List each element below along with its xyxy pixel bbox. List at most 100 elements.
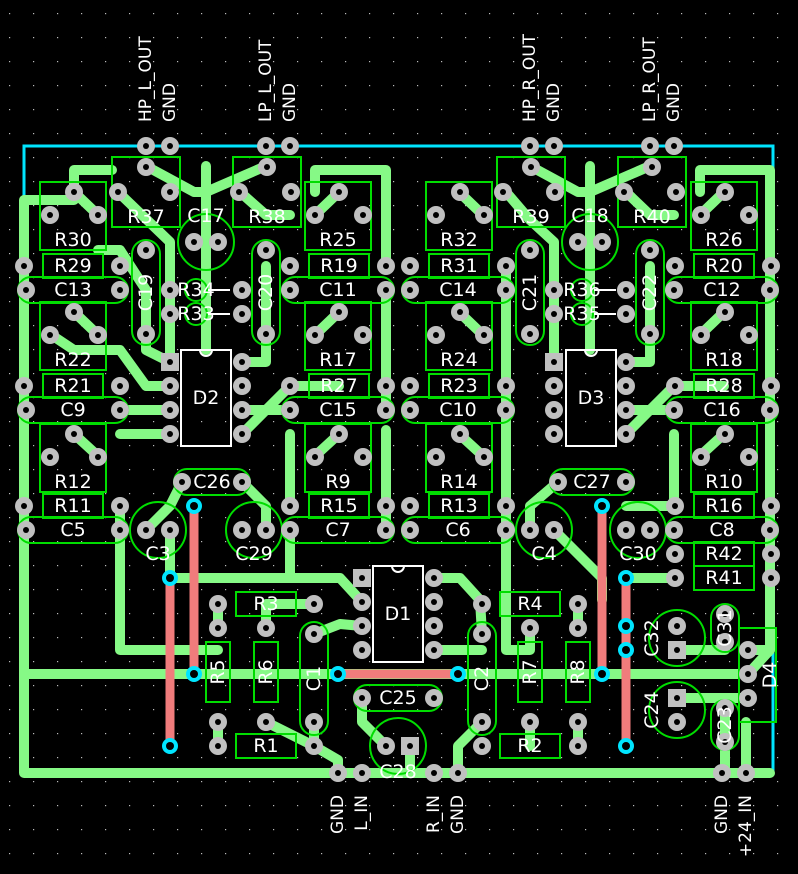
pad-hole bbox=[336, 309, 342, 315]
pad-hole bbox=[383, 743, 389, 749]
component-label: R3 bbox=[253, 593, 278, 615]
pad-hole bbox=[236, 189, 242, 195]
pad-hole bbox=[527, 143, 533, 149]
component-label: D4 bbox=[759, 662, 781, 689]
pad-hole bbox=[47, 212, 53, 218]
pad-hole bbox=[698, 454, 704, 460]
pad-hole bbox=[359, 575, 365, 581]
pad-hole bbox=[383, 287, 389, 293]
pad-hole bbox=[47, 454, 53, 460]
component-label: R32 bbox=[440, 229, 477, 251]
component-label: R42 bbox=[705, 543, 742, 565]
connector-label: LP_R_OUT bbox=[640, 37, 660, 122]
pad-hole bbox=[674, 623, 680, 629]
pad-hole bbox=[360, 332, 366, 338]
pad-hole bbox=[698, 332, 704, 338]
component-label: C9 bbox=[60, 399, 85, 421]
component-label: R8 bbox=[567, 659, 589, 684]
ic-outline bbox=[372, 565, 424, 663]
ic-notch bbox=[584, 349, 598, 357]
component-label: C5 bbox=[60, 519, 85, 541]
pad-hole bbox=[457, 189, 463, 195]
via-hole bbox=[454, 670, 462, 678]
pad-hole bbox=[768, 575, 774, 581]
connector-label: HP_L_OUT bbox=[136, 36, 156, 122]
pad-hole bbox=[143, 143, 149, 149]
capacitor-outline bbox=[561, 213, 619, 271]
pad-hole bbox=[479, 743, 485, 749]
bottom-copper-traces bbox=[165, 501, 631, 751]
component-label: C24 bbox=[641, 691, 663, 728]
pad-hole bbox=[527, 331, 533, 337]
pad-hole bbox=[551, 407, 557, 413]
pad-hole bbox=[95, 212, 101, 218]
pad-hole bbox=[672, 383, 678, 389]
pad-hole bbox=[263, 247, 269, 253]
pad-hole bbox=[528, 164, 534, 170]
capacitor-outline bbox=[648, 681, 706, 739]
connector-label: GND bbox=[712, 795, 732, 834]
pad-hole bbox=[623, 479, 629, 485]
pad-hole bbox=[383, 407, 389, 413]
pad-hole bbox=[215, 743, 221, 749]
pad-hole bbox=[167, 287, 173, 293]
component-label: R41 bbox=[705, 567, 742, 589]
pad-hole bbox=[527, 625, 533, 631]
top-trace bbox=[141, 161, 271, 197]
component-label: C3 bbox=[145, 543, 170, 565]
component-label: C11 bbox=[319, 279, 356, 301]
pad-hole bbox=[431, 695, 437, 701]
component-label: R11 bbox=[54, 495, 91, 517]
top-trace bbox=[525, 161, 655, 197]
pad-hole bbox=[287, 143, 293, 149]
connector-label: GND bbox=[160, 83, 180, 122]
component-label: R12 bbox=[54, 471, 91, 493]
pad-hole bbox=[551, 383, 557, 389]
resistor-outline bbox=[184, 302, 208, 326]
component-outline bbox=[499, 733, 561, 759]
pad-hole bbox=[551, 431, 557, 437]
pad-hole bbox=[623, 407, 629, 413]
top-trace bbox=[93, 245, 175, 367]
pad-hole bbox=[360, 454, 366, 460]
component-label: R4 bbox=[517, 593, 542, 615]
connector-label: GND bbox=[544, 83, 564, 122]
component-label: R2 bbox=[517, 735, 542, 757]
pad-hole bbox=[575, 601, 581, 607]
connector-label: GND bbox=[664, 83, 684, 122]
pad-hole bbox=[23, 527, 29, 533]
pad-hole bbox=[575, 239, 581, 245]
pad-hole bbox=[503, 287, 509, 293]
via-hole bbox=[166, 574, 174, 582]
component-label: R35 bbox=[563, 303, 600, 325]
component-label: C28 bbox=[379, 761, 416, 783]
pad-hole bbox=[500, 189, 506, 195]
pad-hole bbox=[722, 189, 728, 195]
pad-hole bbox=[167, 143, 173, 149]
pad-hole bbox=[767, 407, 773, 413]
pad-hole bbox=[287, 263, 293, 269]
pad-hole bbox=[503, 503, 509, 509]
pad-hole bbox=[746, 454, 752, 460]
capacitor-outline bbox=[251, 239, 281, 346]
pad-hole bbox=[311, 719, 317, 725]
pad-hole bbox=[745, 671, 751, 677]
component-label: D3 bbox=[578, 387, 605, 409]
pad-hole bbox=[239, 359, 245, 365]
pad-hole bbox=[527, 247, 533, 253]
pad-hole bbox=[674, 695, 680, 701]
pad-hole bbox=[431, 599, 437, 605]
via-hole bbox=[190, 502, 198, 510]
component-label: C19 bbox=[135, 274, 157, 311]
ic-outline bbox=[180, 349, 232, 447]
pad-hole bbox=[722, 431, 728, 437]
component-outline bbox=[235, 591, 297, 617]
pad-hole bbox=[143, 247, 149, 253]
via-hole bbox=[190, 670, 198, 678]
resistor-outline bbox=[570, 278, 594, 302]
pad-hole bbox=[698, 212, 704, 218]
component-label: C30 bbox=[619, 543, 656, 565]
pad-hole bbox=[407, 503, 413, 509]
component-label: D2 bbox=[193, 387, 220, 409]
component-label: R6 bbox=[255, 659, 277, 684]
